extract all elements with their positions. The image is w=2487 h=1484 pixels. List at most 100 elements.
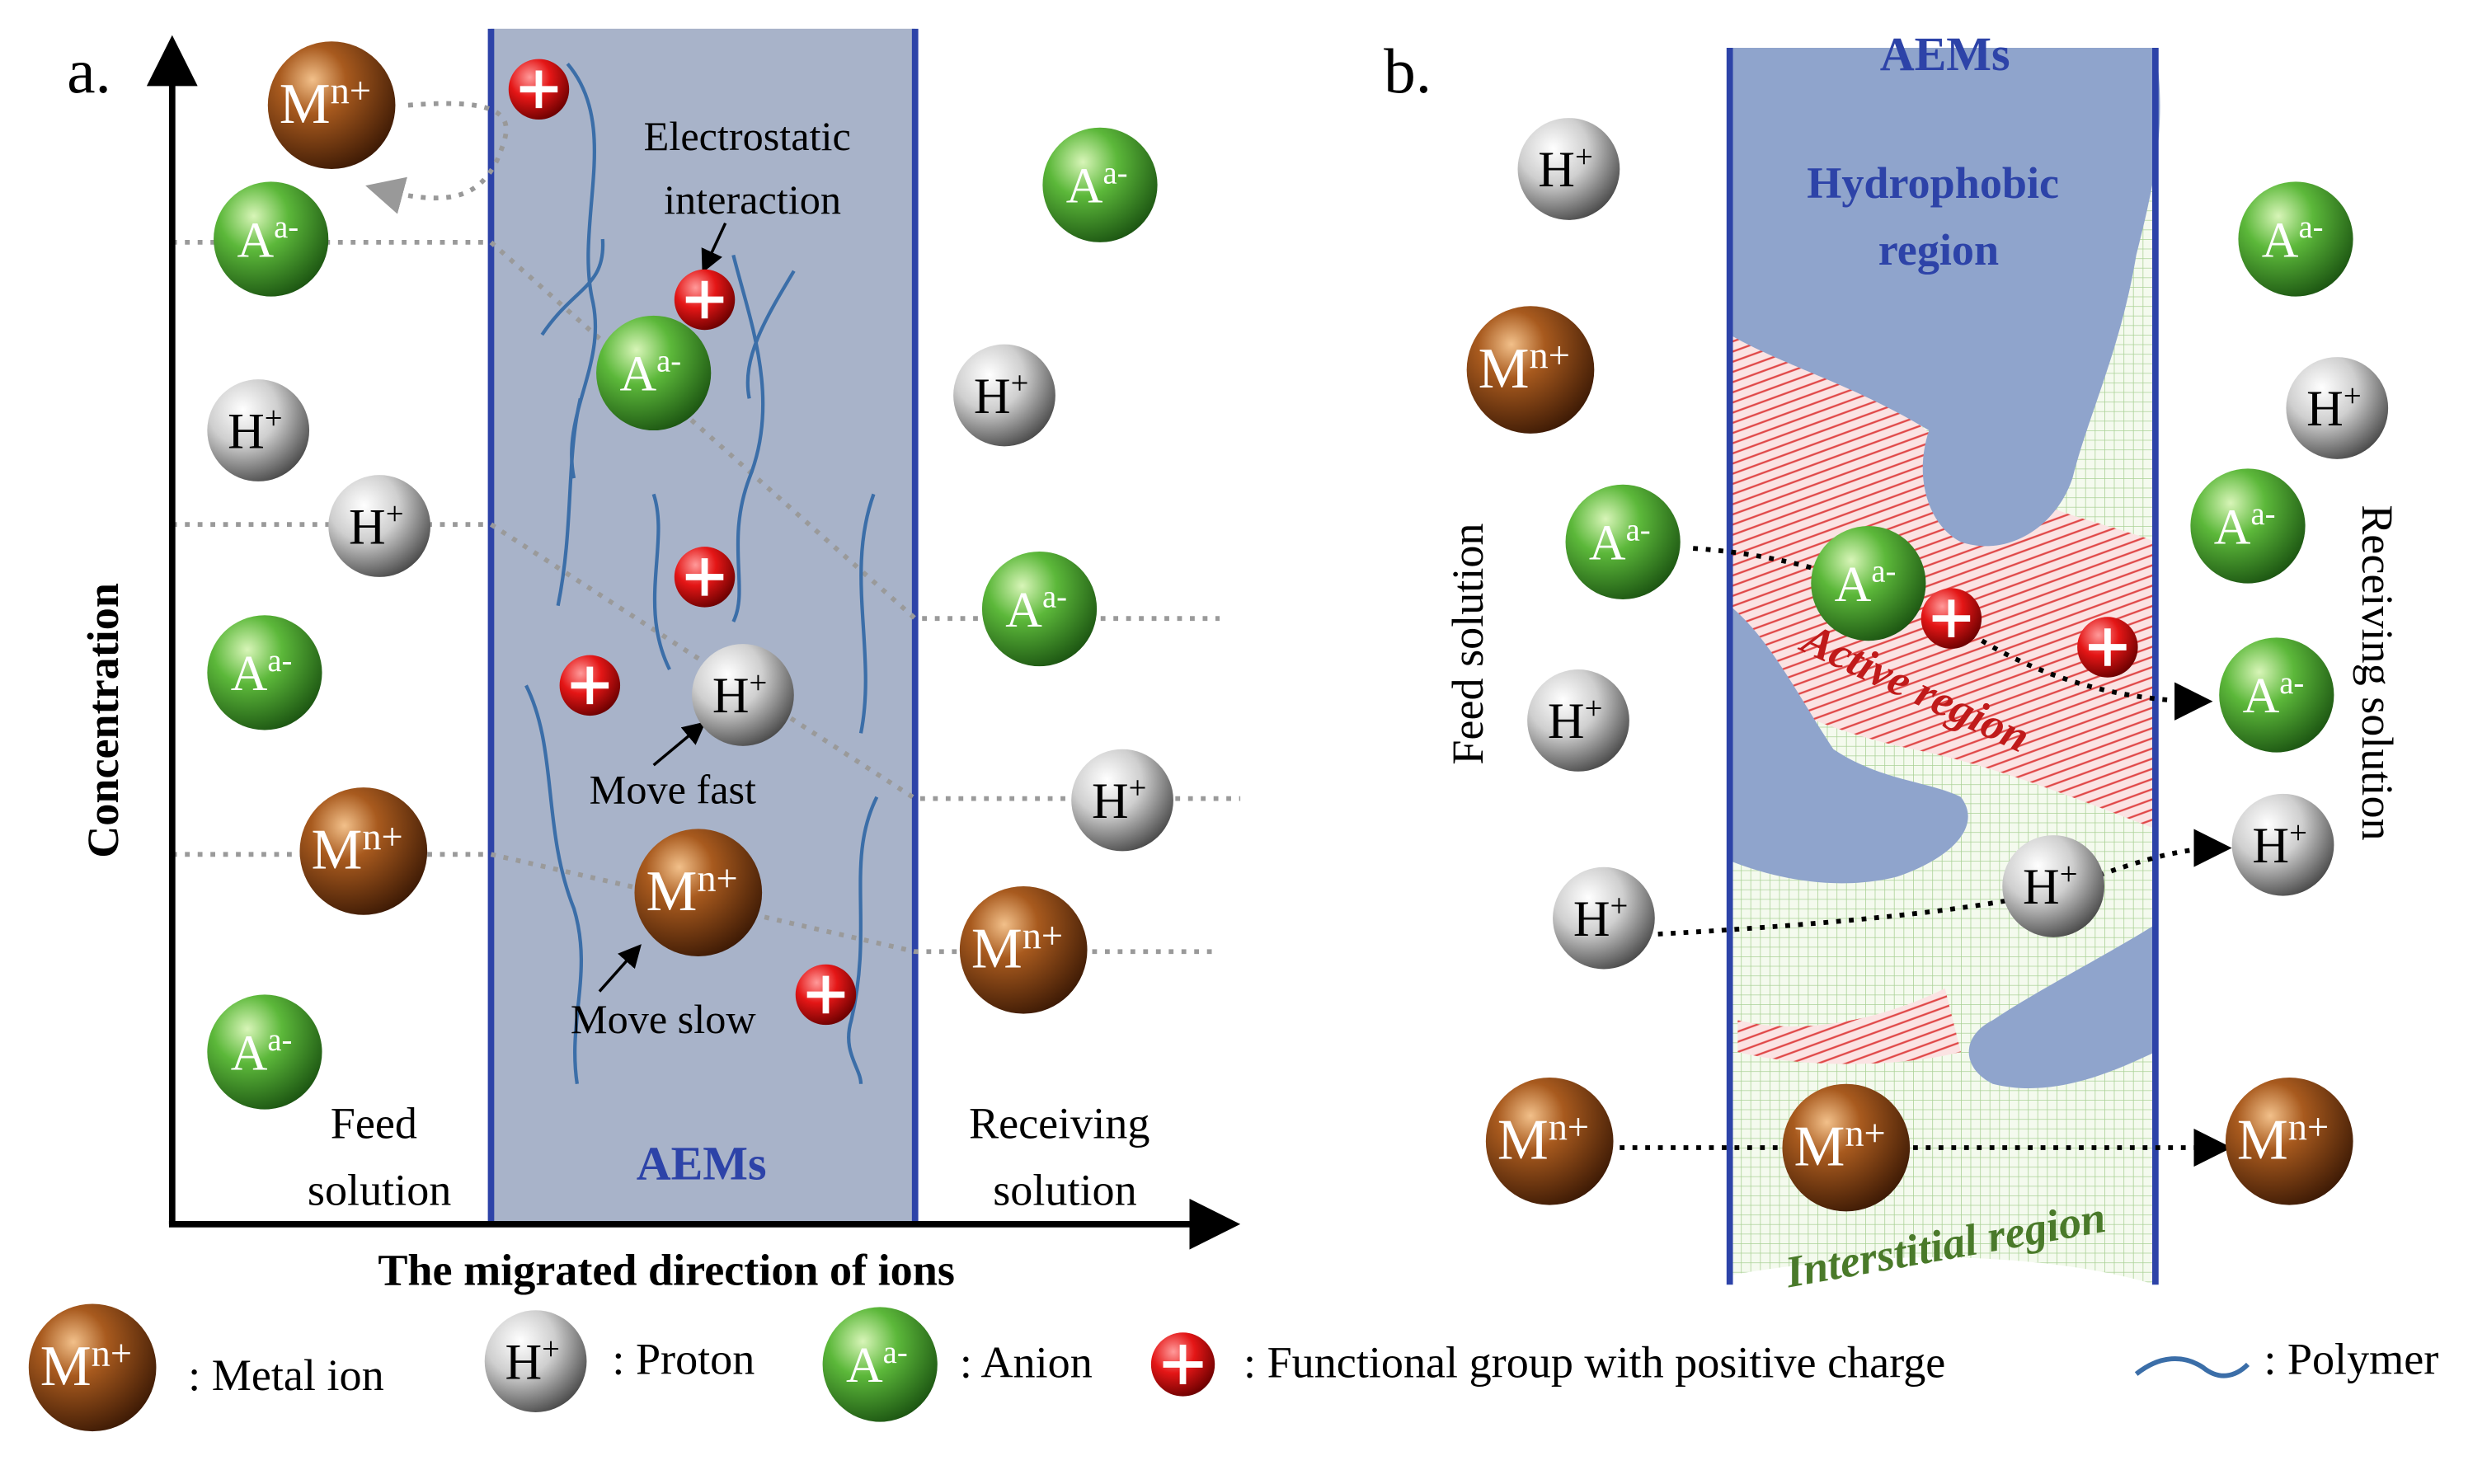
functional-group-2 (674, 269, 736, 331)
legend-polymer-icon (2134, 1356, 2250, 1378)
anion-symbol: Aa- (1835, 555, 1897, 613)
plus-icon (806, 975, 845, 1014)
active-region-small (1737, 988, 1961, 1064)
metal-sphere (2225, 1077, 2353, 1205)
proton-feed-1: H+ (207, 379, 310, 481)
anion-symbol: Aa- (2214, 497, 2276, 555)
panel-b-feed-label: Feed solution (1443, 524, 1493, 765)
anion-feed-3: Aa- (207, 994, 322, 1110)
proton-sphere (2231, 793, 2334, 896)
metal-sphere (28, 1303, 157, 1432)
anion-b-receiving-1: Aa- (2238, 181, 2353, 297)
metal-sphere (959, 885, 1088, 1014)
hydrophobic-region (1729, 48, 2160, 1088)
proton-b-feed-3: H+ (1553, 866, 1655, 970)
anion-sphere (1565, 484, 1681, 599)
anion-sphere (2219, 637, 2334, 753)
anion-in-membrane: Aa- (596, 315, 712, 431)
panel-a-membrane-label: AEMs (637, 1137, 767, 1190)
proton-sphere (1553, 866, 1655, 970)
proton-b-receiving-1: H+ (2286, 357, 2389, 459)
proton-b-feed-1: H+ (1517, 118, 1620, 220)
anion-sphere (207, 994, 322, 1110)
anion-b-membrane: Aa- (1811, 526, 1926, 641)
proton-sphere (2286, 357, 2389, 459)
metal-symbol: Mn+ (280, 71, 371, 136)
anion-sphere (981, 551, 1098, 667)
metal-symbol: Mn+ (1479, 336, 1570, 401)
metal-sphere (1466, 306, 1595, 434)
panel-b-receiving-label: Receiving solution (2353, 505, 2402, 840)
functional-group-4 (559, 655, 621, 716)
anion-sphere (822, 1307, 938, 1422)
polymer-chains (524, 62, 879, 1085)
metal-symbol: Mn+ (646, 858, 737, 923)
proton-sphere (328, 475, 430, 577)
proton-symbol: H+ (1092, 772, 1147, 829)
anion-receiving-2: Aa- (981, 551, 1098, 667)
metal-sphere (634, 829, 763, 957)
anion-symbol: Aa- (1066, 156, 1128, 214)
proton-in-membrane: H+ (692, 644, 794, 746)
proton-receiving-1: H+ (953, 344, 1055, 447)
metal-ion-feed-top: Mn+ (267, 41, 396, 169)
anion-b-receiving-3: Aa- (2219, 637, 2334, 753)
anion-b-feed: Aa- (1565, 484, 1681, 599)
annotation-move-slow: Move slow (571, 996, 756, 1042)
plus-icon (519, 70, 558, 109)
proton-feed-2: H+ (328, 475, 430, 577)
hydrophobic-label: Hydrophobic region (1807, 158, 2070, 275)
plus-icon (685, 558, 724, 596)
proton-symbol: H+ (2252, 816, 2307, 874)
anion-symbol: Aa- (231, 644, 293, 702)
y-axis-label: Concentration (78, 583, 128, 858)
metal-sphere (267, 41, 396, 169)
proton-symbol: H+ (1548, 692, 1603, 749)
panel-b: b. AEMs Hydrophobic region Active region… (1384, 27, 2402, 1297)
metal-ion-b-feed-2: Mn+ (1485, 1077, 1614, 1205)
proton-symbol: H+ (505, 1332, 560, 1390)
functional-group-3 (674, 547, 736, 608)
proton-symbol: H+ (974, 367, 1029, 425)
legend-functional-text: : Functional group with positive charge (1244, 1337, 1945, 1387)
anion-symbol: Aa- (237, 210, 299, 268)
anion-sphere (2190, 468, 2306, 584)
proton-sphere (692, 644, 794, 746)
legend: : Metal ion : Proton : Anion : Functiona… (188, 1335, 2438, 1400)
legend-metal-text: : Metal ion (188, 1350, 384, 1400)
active-region (1729, 318, 2156, 829)
anion-symbol: Aa- (2243, 666, 2305, 724)
proton-symbol: H+ (1573, 890, 1629, 947)
anion-b-receiving-2: Aa- (2190, 468, 2306, 584)
anion-feed-1: Aa- (214, 181, 329, 297)
panel-b-membrane-label: AEMs (1880, 27, 2010, 81)
anion-symbol: Aa- (231, 1023, 293, 1081)
proton-symbol: H+ (228, 402, 283, 459)
proton-symbol: H+ (349, 497, 404, 555)
proton-symbol: H+ (2306, 379, 2362, 437)
proton-sphere (1071, 749, 1173, 852)
electrostatic-pointer (701, 222, 727, 274)
anion-symbol: Aa- (619, 345, 681, 402)
anion-receiving-1: Aa- (1042, 127, 1158, 242)
metal-ion-b-feed-1: Mn+ (1466, 306, 1595, 434)
functional-group-1 (508, 59, 570, 120)
legend-proton-text: : Proton (612, 1335, 755, 1384)
metal-symbol: Mn+ (311, 817, 402, 882)
anion-sphere (2238, 181, 2353, 297)
proton-sphere (1527, 669, 1629, 772)
proton-b-membrane: H+ (2002, 835, 2104, 937)
proton-sphere (2002, 835, 2104, 937)
functional-group-b-1 (1920, 588, 1982, 649)
legend-functional-icon (1150, 1332, 1215, 1397)
plus-icon (685, 280, 724, 319)
electrostatic-repulsion-arrows (365, 101, 509, 214)
metal-symbol: Mn+ (40, 1333, 132, 1398)
annotation-electrostatic: Electrostatic interaction (644, 113, 862, 223)
proton-sphere (484, 1310, 587, 1412)
anion-sphere (1042, 127, 1158, 242)
functional-group-5 (795, 964, 857, 1026)
anion-sphere (596, 315, 712, 431)
anion-symbol: Aa- (846, 1336, 908, 1393)
panel-a: a. Electrostatic in (67, 28, 1241, 1294)
